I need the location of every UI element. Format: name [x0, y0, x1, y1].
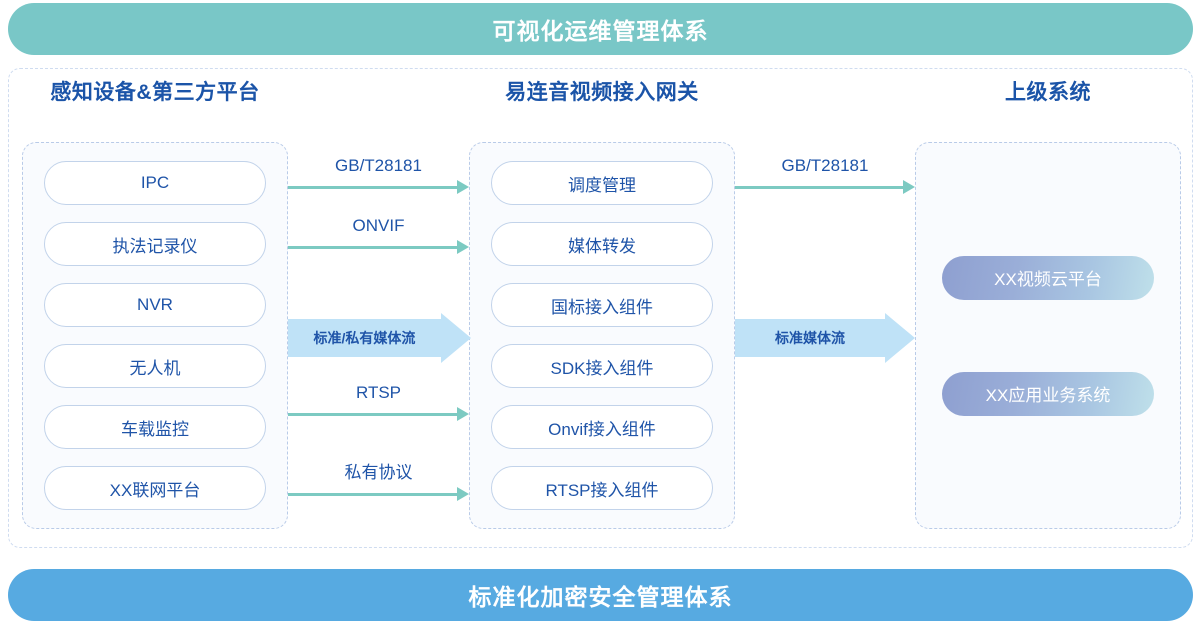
- list-item[interactable]: SDK接入组件: [491, 344, 713, 388]
- flow-gbt28181-left: GB/T28181: [288, 155, 469, 199]
- top-banner: 可视化运维管理体系: [8, 3, 1193, 55]
- column-mid-title: 易连音视频接入网关: [505, 81, 699, 104]
- arrow-line: [288, 493, 457, 496]
- flow-block-standard-media: 标准媒体流: [735, 313, 915, 363]
- column-right-panel: XX视频云平台 XX应用业务系统: [915, 142, 1181, 529]
- column-mid-panel: 调度管理 媒体转发 国标接入组件 SDK接入组件 Onvif接入组件 RTSP接…: [469, 142, 735, 529]
- arrow-head-icon: [457, 407, 469, 421]
- list-item[interactable]: XX应用业务系统: [942, 371, 1154, 416]
- arrow-head-icon: [457, 240, 469, 254]
- column-access-gateway: 易连音视频接入网关 调度管理 媒体转发 国标接入组件 SDK接入组件 Onvif…: [469, 78, 735, 529]
- flow-label: 标准媒体流: [775, 330, 845, 346]
- list-item[interactable]: 车载监控: [44, 405, 266, 449]
- column-left-title: 感知设备&第三方平台: [50, 81, 260, 104]
- arrow-head-icon: [903, 180, 915, 194]
- list-item[interactable]: Onvif接入组件: [491, 405, 713, 449]
- block-arrow-body: [735, 319, 885, 357]
- arrow-head-icon: [457, 180, 469, 194]
- column-upper-systems: 上级系统 XX视频云平台 XX应用业务系统: [915, 78, 1181, 529]
- arrow-head-icon: [457, 487, 469, 501]
- list-item[interactable]: 媒体转发: [491, 222, 713, 266]
- arrow-line: [735, 186, 903, 189]
- list-item[interactable]: RTSP接入组件: [491, 466, 713, 510]
- flow-label: GB/T28181: [335, 156, 422, 175]
- arrow-line: [288, 186, 457, 189]
- list-item[interactable]: NVR: [44, 283, 266, 327]
- block-arrow-head-icon: [885, 313, 915, 363]
- block-arrow-body: [288, 319, 441, 357]
- diagram-outer-frame: [8, 68, 1193, 548]
- flow-label: 私有协议: [344, 463, 413, 482]
- flow-label: ONVIF: [352, 216, 405, 235]
- list-item[interactable]: 无人机: [44, 344, 266, 388]
- column-left-panel: IPC 执法记录仪 NVR 无人机 车载监控 XX联网平台: [22, 142, 288, 529]
- list-item[interactable]: 执法记录仪: [44, 222, 266, 266]
- list-item[interactable]: 国标接入组件: [491, 283, 713, 327]
- flow-gbt28181-right: GB/T28181: [735, 155, 915, 199]
- column-right-title: 上级系统: [1005, 81, 1091, 104]
- list-item[interactable]: XX视频云平台: [942, 255, 1154, 300]
- flow-onvif-left: ONVIF: [288, 215, 469, 259]
- arrow-line: [288, 246, 457, 249]
- bottom-banner-label: 标准化加密安全管理体系: [468, 584, 733, 610]
- flow-label: RTSP: [355, 383, 402, 402]
- bottom-banner: 标准化加密安全管理体系: [8, 569, 1193, 621]
- flow-block-standard-private-media: 标准/私有媒体流: [288, 313, 471, 363]
- list-item[interactable]: 调度管理: [491, 161, 713, 205]
- top-banner-label: 可视化运维管理体系: [492, 18, 709, 44]
- column-sensing-devices: 感知设备&第三方平台 IPC 执法记录仪 NVR 无人机 车载监控 XX联网平台: [22, 78, 288, 529]
- list-item[interactable]: IPC: [44, 161, 266, 205]
- flow-private-protocol-left: 私有协议: [288, 462, 469, 506]
- block-arrow-head-icon: [441, 313, 471, 363]
- list-item[interactable]: XX联网平台: [44, 466, 266, 510]
- flow-label: 标准/私有媒体流: [313, 330, 416, 346]
- flow-label: GB/T28181: [781, 156, 869, 175]
- arrow-line: [288, 413, 457, 416]
- flow-rtsp-left: RTSP: [288, 382, 469, 426]
